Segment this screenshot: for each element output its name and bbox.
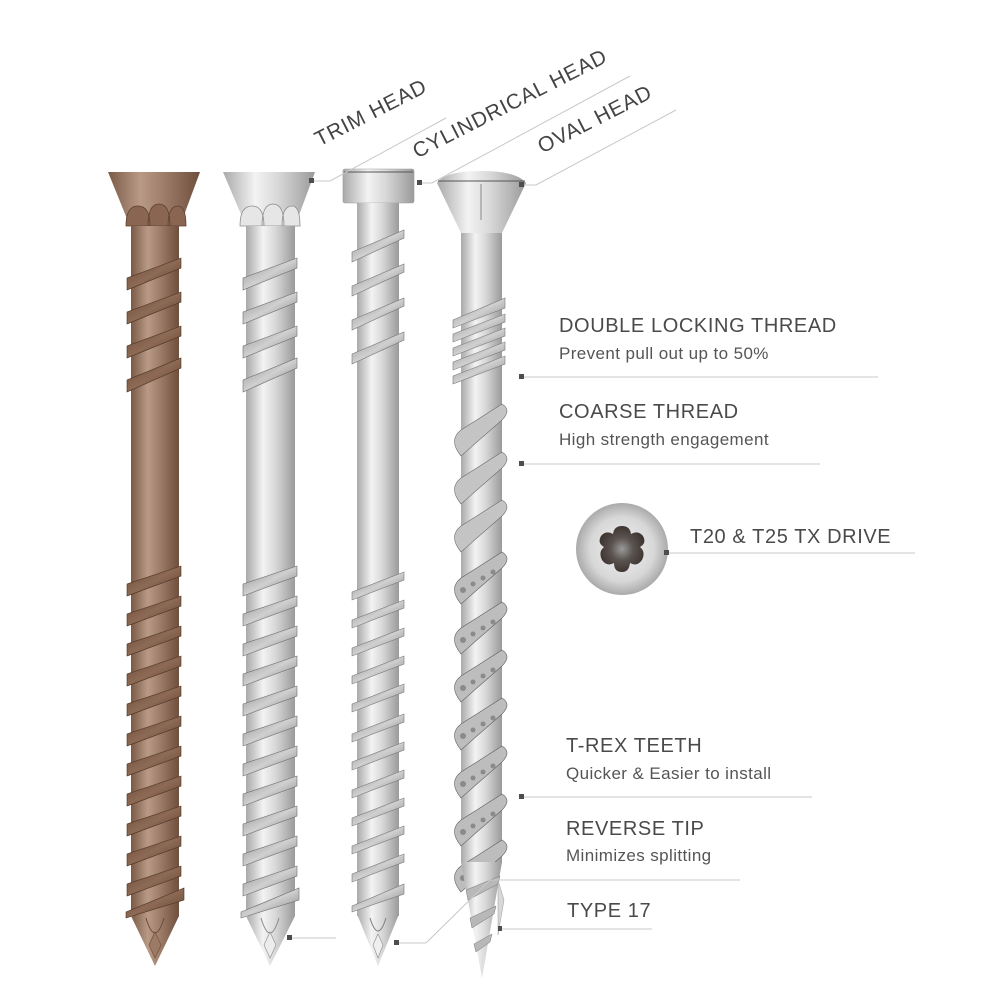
brown-trim-head-screw xyxy=(108,172,200,966)
t-rex-teeth-title: T-REX TEETH xyxy=(566,735,703,757)
leader-markers xyxy=(287,178,669,945)
silver-cylindrical-head-screw xyxy=(342,168,415,966)
reverse-tip-title: REVERSE TIP xyxy=(566,818,705,840)
silver-oval-head-screw xyxy=(437,171,526,978)
tx-drive-title: T20 & T25 TX DRIVE xyxy=(690,526,892,548)
leader-lines xyxy=(290,75,915,944)
double-locking-thread-subtitle: Prevent pull out up to 50% xyxy=(559,344,769,363)
coarse-thread-title: COARSE THREAD xyxy=(559,401,739,423)
type-17-title: TYPE 17 xyxy=(567,900,652,922)
double-locking-thread-title: DOUBLE LOCKING THREAD xyxy=(559,315,837,337)
torx-drive-icon xyxy=(576,503,668,595)
t-rex-teeth-subtitle: Quicker & Easier to install xyxy=(566,764,772,783)
reverse-tip-subtitle: Minimizes splitting xyxy=(566,846,712,865)
silver-trim-head-screw xyxy=(223,172,315,966)
coarse-thread-subtitle: High strength engagement xyxy=(559,430,769,449)
